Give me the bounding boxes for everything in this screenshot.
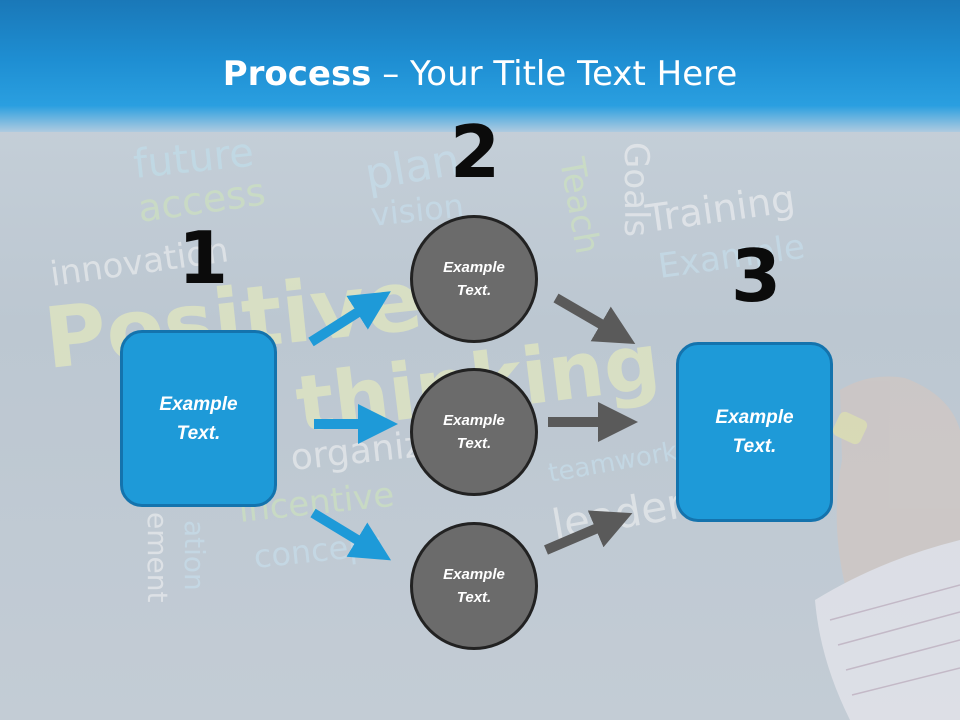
step-number-3: 3 [731, 234, 782, 318]
step-3-box: Example Text. [676, 342, 833, 522]
step-1-box: Example Text. [120, 330, 277, 507]
slide-title: Process – Your Title Text Here [0, 52, 960, 96]
circle-middle-text-line1: Example [443, 412, 505, 429]
title-rest: – Your Title Text Here [371, 54, 738, 94]
step-3-text-line1: Example [715, 407, 794, 428]
circle-top-text-line1: Example [443, 259, 505, 276]
step-2-circle-middle: Example Text. [410, 368, 538, 496]
arrow-box1-to-circle1 [308, 291, 391, 347]
arrow-box1-to-circle3 [310, 508, 392, 561]
step-number-1: 1 [178, 216, 229, 300]
step-number-2: 2 [450, 110, 501, 194]
circle-top-text-line2: Text. [456, 282, 492, 299]
word-goals: Goals [616, 142, 656, 237]
title-banner [0, 0, 960, 132]
step-2-circle-bottom: Example Text. [410, 522, 538, 650]
word-ation: ation [178, 520, 211, 591]
arrow-circle1-to-box3 [553, 293, 636, 345]
circle-bottom-text-line2: Text. [456, 589, 492, 606]
step-1-text-line2: Text. [176, 422, 221, 444]
step-1-text-line1: Example [159, 393, 238, 415]
word-ement: ement [141, 512, 174, 602]
step-3-text-line2: Text. [732, 436, 777, 457]
step-2-circle-top: Example Text. [410, 215, 538, 343]
circle-bottom-text-line1: Example [443, 566, 505, 583]
hand-illustration [815, 376, 960, 720]
title-bold: Process [222, 54, 372, 94]
circle-middle-text-line2: Text. [456, 435, 492, 452]
arrow-circle3-to-box3 [544, 510, 633, 555]
